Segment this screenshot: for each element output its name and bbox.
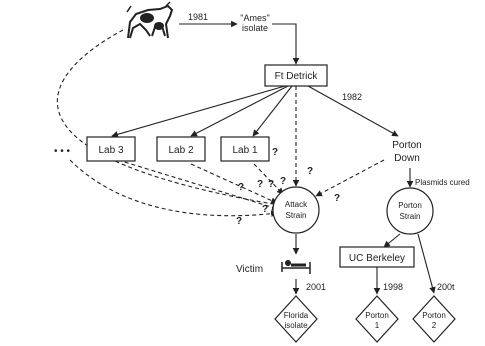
porton-down-label-1: Porton [392, 140, 421, 151]
edge-portondown-to-attack [315, 159, 385, 197]
uc-berkeley-label: UC Berkeley [349, 253, 405, 264]
victim-label: Victim [236, 264, 263, 275]
edge-ftdetrick-to-lab2 [190, 85, 289, 137]
ft-detrick-node: Ft Detrick [264, 64, 328, 87]
edge-ellipsis-to-attack [69, 159, 278, 217]
question-mark: ? [262, 204, 268, 215]
edge-ames-to-ftdetrick [272, 23, 300, 65]
edge-lab2-to-attack [190, 163, 278, 204]
attack-strain-label-1: Attack [285, 200, 308, 209]
porton1-label-1: Porton [365, 311, 389, 320]
edge-ftdetrick-to-lab3 [111, 85, 286, 138]
ames-isolate-label-1: "Ames" [240, 13, 269, 23]
year-200x-label: 200t [437, 282, 455, 292]
uc-berkeley-node: UC Berkeley [339, 246, 415, 268]
question-mark: ? [334, 193, 340, 204]
porton-down-label-2: Down [394, 153, 420, 164]
more-labs-ellipsis: • • • [54, 146, 71, 157]
question-mark: ? [307, 166, 313, 177]
florida-isolate-label-1: Florida [284, 311, 309, 320]
lab3-label: Lab 3 [98, 145, 123, 156]
plasmids-cured-label: Plasmids cured [415, 178, 470, 187]
lab1-node: Lab 1 [220, 136, 270, 162]
question-marks: ? ? ? ? ? ? ? ? ? [236, 147, 340, 227]
question-mark: ? [238, 182, 244, 193]
porton-strain-node: Porton Strain [386, 187, 434, 235]
cow-icon [126, 1, 174, 39]
year-1981-label: 1981 [188, 12, 208, 22]
edge-cow-to-attack [56, 29, 280, 208]
ft-detrick-label: Ft Detrick [275, 71, 319, 82]
porton1-node: Porton 1 [355, 295, 399, 343]
lab1-label: Lab 1 [232, 145, 257, 156]
year-1982-label: 1982 [342, 92, 362, 102]
year-2001-label: 2001 [306, 282, 326, 292]
question-mark: ? [272, 147, 278, 158]
question-mark: ? [257, 179, 263, 190]
porton-strain-label-2: Strain [400, 212, 421, 221]
solid-edges [111, 20, 436, 295]
edge-ftdetrick-to-portondown [307, 85, 399, 137]
florida-isolate-node: Florida isolate [274, 295, 318, 343]
porton2-label-2: 2 [432, 321, 437, 330]
lab3-node: Lab 3 [86, 136, 136, 162]
question-mark: ? [280, 176, 286, 187]
ames-isolate-label-2: isolate [242, 23, 268, 33]
lab2-label: Lab 2 [168, 145, 193, 156]
question-mark: ? [268, 179, 274, 190]
lab2-node: Lab 2 [156, 136, 206, 162]
dashed-edges [56, 29, 385, 217]
porton2-node: Porton 2 [412, 295, 456, 343]
porton-strain-label-1: Porton [398, 201, 422, 210]
victim-bed-icon [281, 260, 311, 274]
porton1-label-2: 1 [375, 321, 380, 330]
porton2-label-1: Porton [422, 311, 446, 320]
attack-strain-node: Attack Strain [272, 186, 320, 234]
florida-isolate-label-2: isolate [284, 321, 308, 330]
edge-ftdetrick-to-lab1 [252, 85, 293, 137]
attack-strain-label-2: Strain [286, 211, 307, 220]
year-1998-label: 1998 [383, 282, 403, 292]
edge-portonstrain-to-ucberkeley [383, 233, 401, 248]
question-mark: ? [236, 216, 242, 227]
edge-portonstrain-to-porton2 [417, 233, 436, 294]
